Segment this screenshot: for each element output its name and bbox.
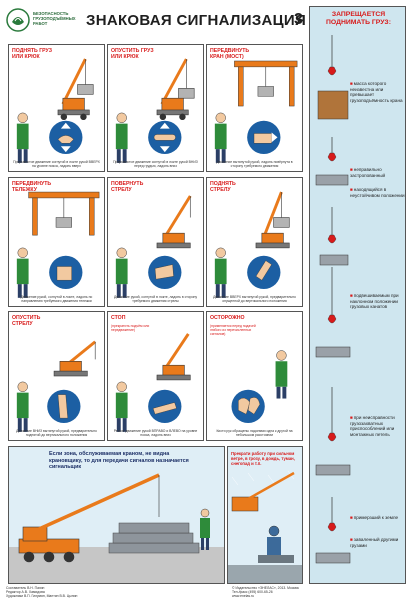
signal-cell-caution: ОСТОРОЖНО (применяется перед подачей люб… xyxy=(206,311,303,441)
signal-label: ПОДНЯТЬ СТРЕЛУ xyxy=(210,181,236,193)
trolley-illustration xyxy=(16,191,100,298)
prohibition-item: ■при неисправности грузозахватных приспо… xyxy=(350,415,395,437)
signalman-figure xyxy=(16,112,29,163)
signal-cell-raise-load: ПОДНЯТЬ ГРУЗ ИЛИ КРЮК Прерывистое движен… xyxy=(8,44,105,172)
signal-caption: Движение ВНИЗ вытянутой рукой, предварит… xyxy=(16,429,97,437)
prohibition-item: ■находящийся в неустойчивом положении xyxy=(350,187,405,198)
bullet-icon: ■ xyxy=(350,515,353,520)
signal-cell-lower-boom: ОПУСТИТЬ СТРЕЛУ Движение ВНИЗ вытянутой … xyxy=(8,311,105,441)
crane-with-signalman-illustration xyxy=(9,473,224,583)
signal-caption: Прерывистое движение согнутой в локте ру… xyxy=(113,160,198,168)
signal-cell-rotate-boom: ПОВЕРНУТЬ СТРЕЛУ Движение рукой, согнуто… xyxy=(107,177,204,307)
signal-note: (прекратить подъём или передвижение) xyxy=(111,324,150,332)
raise-boom-illustration xyxy=(214,191,290,298)
signal-label: ПОВЕРНУТЬ СТРЕЛУ xyxy=(111,181,144,193)
shield-logo-icon xyxy=(6,8,30,32)
crane-raise-load-illustration xyxy=(16,58,94,163)
credits: Составитель В.Н. Пахин Редактор А.В. Хам… xyxy=(6,586,78,598)
signal-cell-move-trolley: ПЕРЕДВИНУТЬ ТЕЛЕЖКУ Движение рукой, согн… xyxy=(8,177,105,307)
signal-cell-move-crane: ПЕРЕДВИНУТЬ КРАН (МОСТ) Движение вытянут… xyxy=(206,44,303,172)
signal-label: ОПУСТИТЬ ГРУЗ ИЛИ КРЮК xyxy=(111,48,154,60)
prohibition-item: ■заваленный другими грузами xyxy=(350,537,399,548)
signal-caption: Прерывистое движение согнутой в локте ру… xyxy=(13,160,100,168)
signal-label: ПЕРЕДВИНУТЬ КРАН (МОСТ) xyxy=(210,48,250,60)
prohibition-item: ■масса которого неизвестна или превышает… xyxy=(350,81,403,103)
bullet-icon: ■ xyxy=(350,293,353,298)
signal-caption: Кисти рук обращены ладонями одна к друго… xyxy=(216,429,293,437)
signal-label: ОСТОРОЖНО xyxy=(210,315,245,321)
signal-cell-lower-load: ОПУСТИТЬ ГРУЗ ИЛИ КРЮК Прерывистое движе… xyxy=(107,44,204,172)
sheet-number: 3 xyxy=(294,11,303,28)
signal-caption: Движение рукой, согнутой в локте, ладонь… xyxy=(20,295,93,303)
crane-lower-load-illustration xyxy=(115,58,195,163)
signal-cell-stop: СТОП (прекратить подъём или передвижение… xyxy=(107,311,204,441)
bullet-icon: ■ xyxy=(350,187,353,192)
bad-weather-illustration xyxy=(228,470,302,583)
prohibitions-title: ЗАПРЕЩАЕТСЯ ПОДНИМАТЬ ГРУЗ: xyxy=(326,11,391,26)
stop-illustration xyxy=(115,333,191,432)
caution-illustration xyxy=(231,350,288,424)
signal-caption: Резкое движение рукой ВПРАВО и ВЛЕВО на … xyxy=(113,429,198,437)
signal-label: ПОДНЯТЬ ГРУЗ ИЛИ КРЮК xyxy=(12,48,53,60)
prohibition-item: ■примерзший к земле xyxy=(350,515,399,520)
signal-note: (применяется перед подачей любого из пер… xyxy=(210,324,256,336)
signalman-panel: Если зона, обслуживаемая краном, не видн… xyxy=(8,446,225,584)
signal-caption: Движение вытянутой рукой, ладонь повёрну… xyxy=(216,160,293,168)
signalman-note: Если зона, обслуживаемая краном, не видн… xyxy=(49,451,189,471)
bullet-icon: ■ xyxy=(350,537,353,542)
signal-label: ПЕРЕДВИНУТЬ ТЕЛЕЖКУ xyxy=(12,181,52,193)
prohibition-item: ■неправильно застропованный xyxy=(350,167,386,178)
lower-boom-illustration xyxy=(16,340,97,432)
bullet-icon: ■ xyxy=(350,167,353,172)
signal-label: ОПУСТИТЬ СТРЕЛУ xyxy=(12,315,41,327)
prohibition-item: ■подвешиваемым при наклонном положении г… xyxy=(350,293,399,310)
rotate-boom-illustration xyxy=(115,195,192,298)
publisher-info: © Издательство «ЭНЕЛАС», 2013. Москва Те… xyxy=(232,586,299,598)
bullet-icon: ■ xyxy=(350,415,353,420)
signal-cell-raise-boom: ПОДНЯТЬ СТРЕЛУ Движение ВВЕРХ вытянутой … xyxy=(206,177,303,307)
header: Безопасность грузоподъёмных работ ЗНАКОВ… xyxy=(6,6,307,42)
signal-caption: Движение рукой, согнутой в локте, ладонь… xyxy=(113,295,198,303)
hook-cables-illustration xyxy=(315,35,351,564)
gantry-crane-illustration xyxy=(214,60,298,163)
bullet-icon: ■ xyxy=(350,81,353,86)
signal-label: СТОП xyxy=(111,315,126,321)
page-title: ЗНАКОВАЯ СИГНАЛИЗАЦИЯ xyxy=(86,12,307,29)
prohibitions-panel: ЗАПРЕЩАЕТСЯ ПОДНИМАТЬ ГРУЗ: xyxy=(309,6,406,584)
logo-text: Безопасность грузоподъёмных работ xyxy=(33,11,76,26)
signal-caption: Движение ВВЕРХ вытянутой рукой, предвари… xyxy=(213,295,296,303)
weather-panel: Прекрати работу при сильном ветре, в гро… xyxy=(227,446,303,584)
weather-warning: Прекрати работу при сильном ветре, в гро… xyxy=(231,451,295,467)
